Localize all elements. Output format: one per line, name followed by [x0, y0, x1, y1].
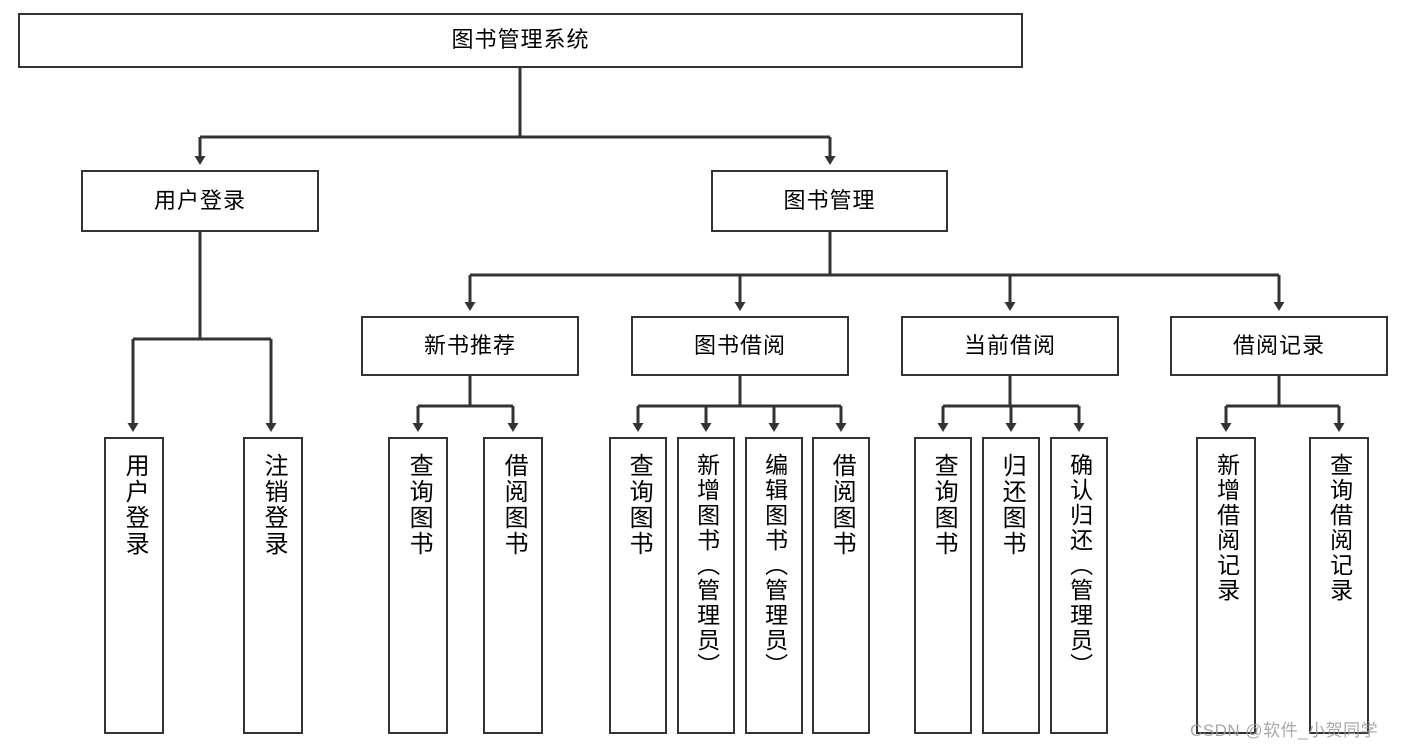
- node-leaf-user-logout-label: 注销登录: [260, 453, 288, 557]
- node-leaf-query-record[interactable]: 查询借阅记录: [1309, 437, 1369, 734]
- node-book-borrow[interactable]: 图书借阅: [631, 316, 849, 376]
- node-leaf-return-book[interactable]: 归还图书: [982, 437, 1040, 734]
- node-leaf-borrow-book-1-label: 借阅图书: [500, 453, 528, 557]
- node-leaf-confirm-return-label: 确认归还（管理员）: [1066, 453, 1093, 678]
- node-leaf-user-login-label: 用户登录: [121, 453, 149, 557]
- node-leaf-confirm-return[interactable]: 确认归还（管理员）: [1050, 437, 1108, 734]
- node-leaf-borrow-book-1[interactable]: 借阅图书: [483, 437, 543, 734]
- node-leaf-query-book-2[interactable]: 查询图书: [609, 437, 667, 734]
- node-leaf-edit-book-label: 编辑图书（管理员）: [761, 453, 788, 678]
- node-leaf-add-record[interactable]: 新增借阅记录: [1196, 437, 1256, 734]
- node-leaf-query-book-1[interactable]: 查询图书: [388, 437, 448, 734]
- watermark-text: CSDN @软件_小贺同学: [1190, 721, 1379, 740]
- node-leaf-user-logout[interactable]: 注销登录: [243, 437, 303, 734]
- node-leaf-query-book-3-label: 查询图书: [930, 453, 958, 557]
- node-book-borrow-label: 图书借阅: [693, 332, 786, 358]
- node-root[interactable]: 图书管理系统: [18, 13, 1023, 68]
- node-leaf-edit-book[interactable]: 编辑图书（管理员）: [745, 437, 803, 734]
- node-leaf-borrow-book-2[interactable]: 借阅图书: [812, 437, 870, 734]
- node-book-manage[interactable]: 图书管理: [711, 170, 948, 232]
- node-leaf-add-record-label: 新增借阅记录: [1213, 453, 1240, 603]
- node-new-book-recommend-label: 新书推荐: [423, 332, 516, 358]
- node-new-book-recommend[interactable]: 新书推荐: [361, 316, 579, 376]
- node-leaf-user-login[interactable]: 用户登录: [104, 437, 164, 734]
- node-leaf-add-book[interactable]: 新增图书（管理员）: [677, 437, 735, 734]
- node-user-login-label: 用户登录: [153, 187, 246, 213]
- node-borrow-record[interactable]: 借阅记录: [1170, 316, 1388, 376]
- node-book-manage-label: 图书管理: [783, 187, 876, 213]
- node-leaf-query-book-3[interactable]: 查询图书: [914, 437, 972, 734]
- node-leaf-query-book-1-label: 查询图书: [405, 453, 433, 557]
- node-leaf-add-book-label: 新增图书（管理员）: [693, 453, 720, 678]
- node-leaf-query-book-2-label: 查询图书: [625, 453, 653, 557]
- node-borrow-record-label: 借阅记录: [1232, 332, 1325, 358]
- node-current-borrow-label: 当前借阅: [963, 332, 1056, 358]
- node-leaf-return-book-label: 归还图书: [998, 453, 1026, 557]
- node-root-label: 图书管理系统: [451, 27, 590, 53]
- node-leaf-query-record-label: 查询借阅记录: [1326, 453, 1353, 603]
- node-current-borrow[interactable]: 当前借阅: [901, 316, 1119, 376]
- node-leaf-borrow-book-2-label: 借阅图书: [828, 453, 856, 557]
- node-user-login[interactable]: 用户登录: [81, 170, 319, 232]
